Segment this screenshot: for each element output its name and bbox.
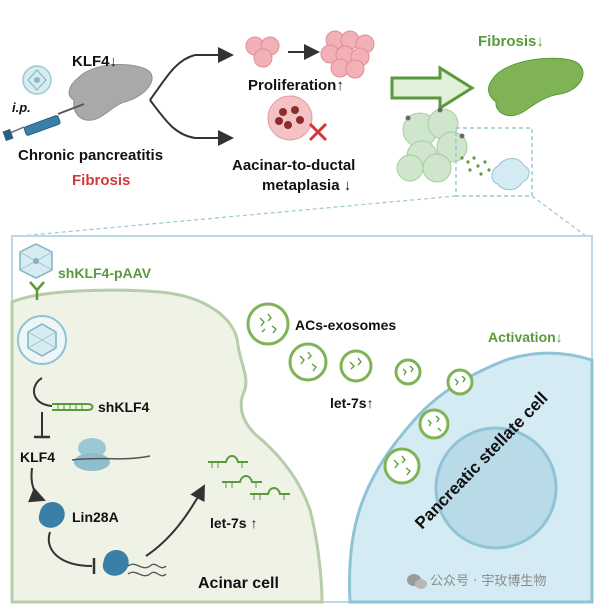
acinar-cell-label: Acinar cell [198,575,279,592]
endosome-icon [17,315,67,365]
shklf4-label: shKLF4 [98,399,150,415]
acs-exosomes-label: ACs-exosomes [295,317,396,333]
receptor-icon [29,281,45,300]
klf4-down-label: KLF4↓ [72,53,117,70]
lin28a-protein-icon [38,501,65,528]
pre-let7-strand-1 [127,563,167,569]
stellate-nucleus [434,426,558,550]
ip-label: i.p. [12,100,31,115]
shrna-curve [33,377,53,407]
zoom-line-left [19,195,457,237]
shklf4-paav-label: shKLF4-pAAV [58,265,152,281]
proliferation-label: Proliferation↑ [248,77,344,94]
acinar-cluster-green [396,107,468,183]
syringe-icon [2,103,85,142]
wechat-icon [407,574,427,589]
adm-label-line1: Aacinar-to-ductal [232,157,355,174]
let7-hairpin-3 [250,487,290,500]
klf4-to-lin28a-arrow [28,467,46,503]
adm-cluster [267,95,313,141]
lin28a-label: Lin28A [72,509,119,525]
let7s-exo-label: let-7s↑ [330,395,374,411]
mrna-strand [71,455,151,461]
adm-label-line2: metaplasia ↓ [262,177,351,194]
fork-arrow-down [149,99,234,146]
shrna-hairpin-icon [52,403,94,411]
exosome-internal-2 [418,408,450,440]
klf4-label: KLF4 [20,449,55,465]
pre-let7-strand-2 [127,571,167,577]
exosome-2 [288,342,328,382]
activation-label: Activation↓ [488,329,563,345]
cell-cluster-large [320,30,375,79]
cross-icon [308,122,328,142]
aav-icon [19,243,53,279]
exosome-internal-3 [383,447,421,485]
pancreas-green [488,57,584,117]
fork-arrow-up [149,47,234,101]
exosome-3 [339,349,373,383]
exosome-4 [394,358,422,386]
pancreas-grey [68,64,153,121]
exosome-dots [460,156,491,176]
lin28a-inhibit-curve [47,531,93,567]
virus-icon [22,65,52,95]
zoom-line-right [531,195,587,237]
ribosome-icon [74,438,110,471]
fibrosis-red-label: Fibrosis [72,172,130,189]
exosome-internal-1 [446,368,474,396]
acinar-cell-body [10,288,324,604]
watermark-text: 公众号 · 宇玫博生物 [430,574,546,589]
let7-arrow [145,484,205,557]
cell-cluster-small [245,36,280,68]
let7-hairpin-2 [222,475,262,488]
let7s-cell-label: let-7s ↑ [210,515,257,531]
let7-hairpin-1 [208,455,248,468]
stellate-cell-small [491,158,530,191]
fibrosis-green-label: Fibrosis↓ [478,33,544,50]
chronic-pancreatitis-label: Chronic pancreatitis [18,147,163,164]
big-green-arrow [390,65,475,111]
focus-box [455,127,533,197]
exosome-1 [246,302,290,346]
lin28a-bound-icon [102,549,129,576]
